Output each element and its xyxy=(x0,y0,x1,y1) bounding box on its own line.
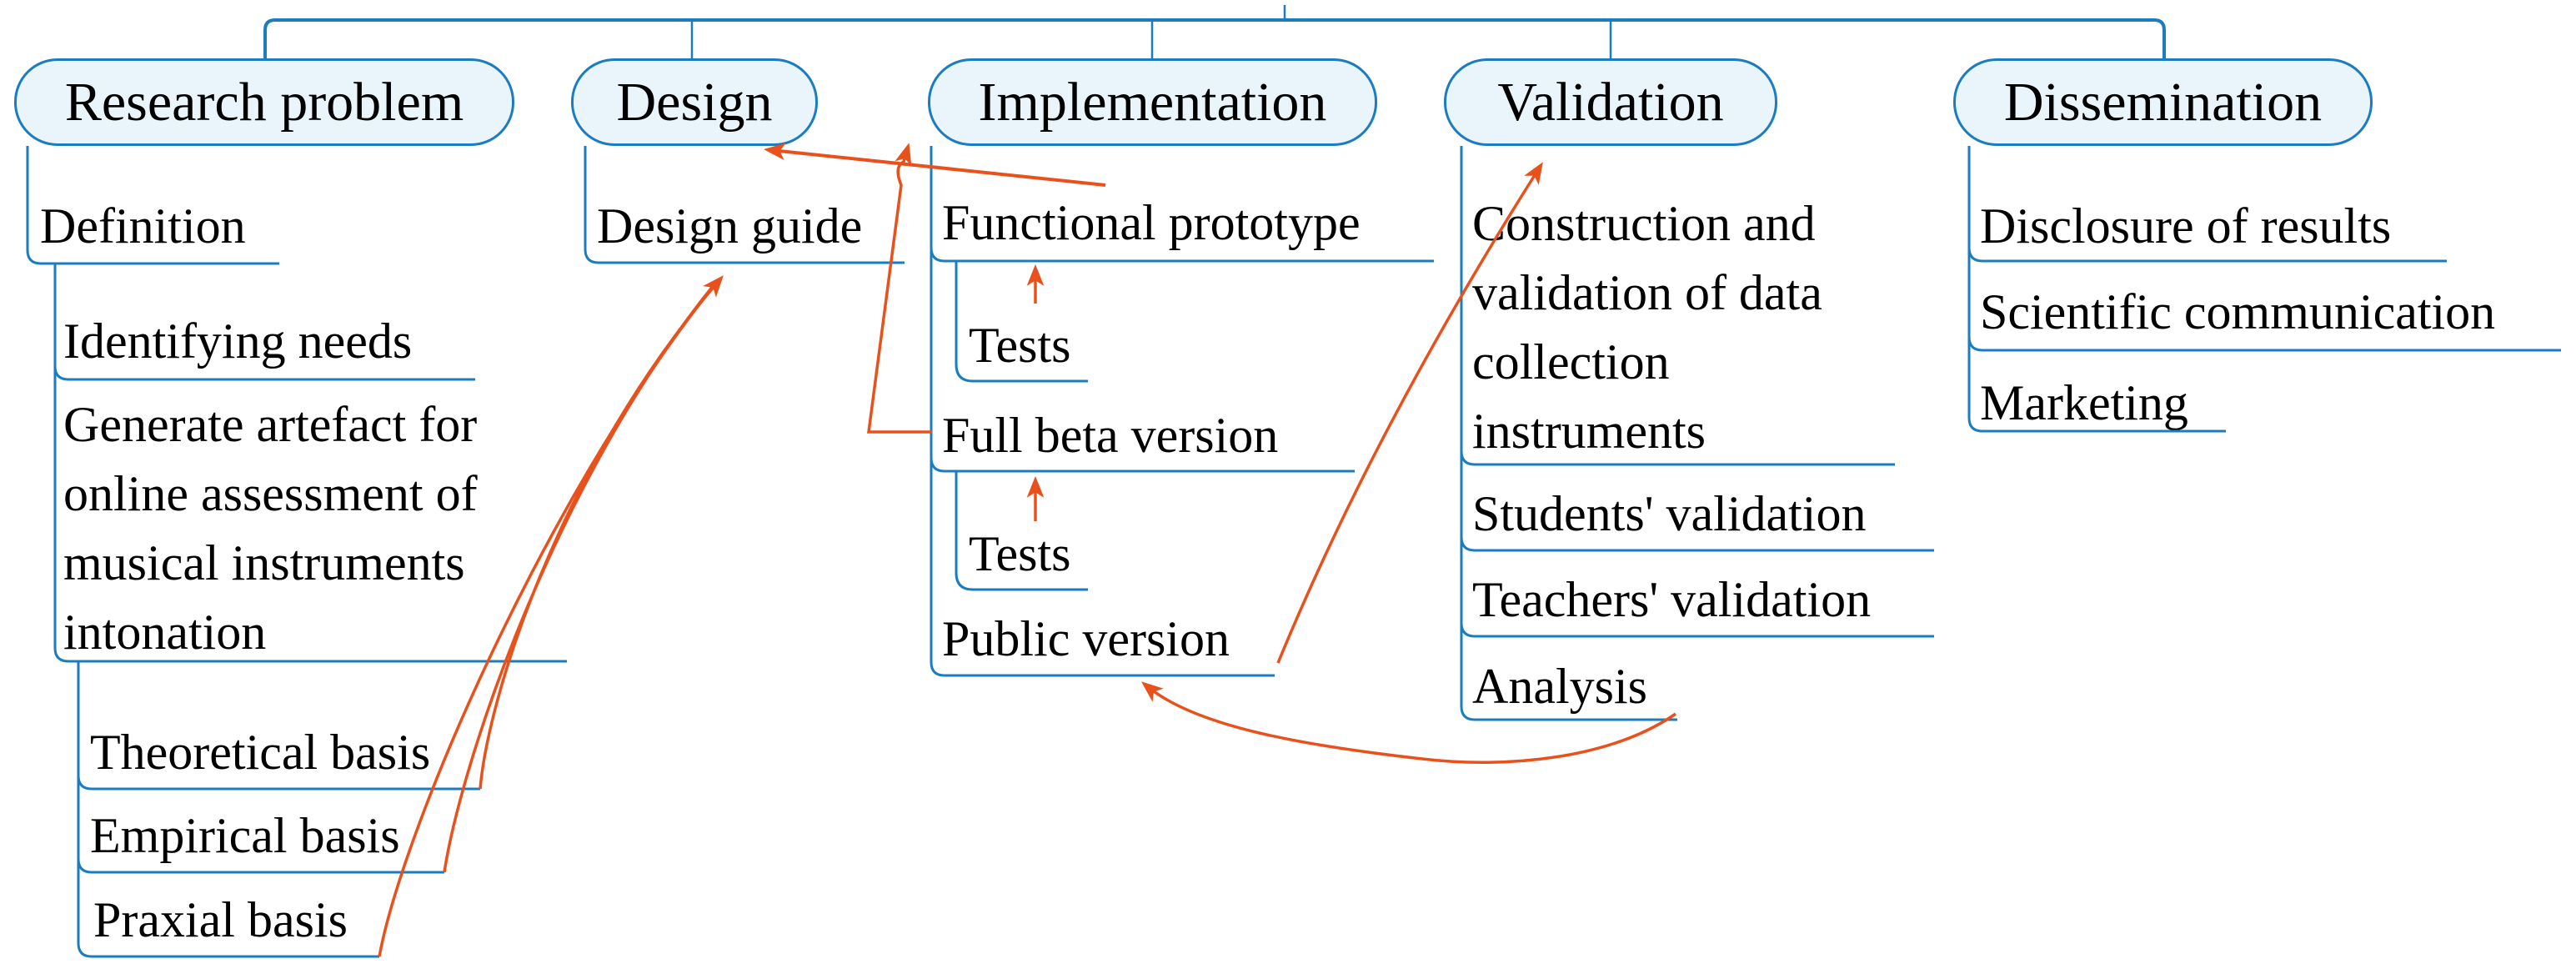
phase-box-research-problem: Research problem xyxy=(14,58,514,146)
node-praxial-basis: Praxial basis xyxy=(93,892,348,947)
arrow-empirical-basis-to-design-guide xyxy=(443,284,715,873)
node-teachers-validation: Teachers' validation xyxy=(1472,572,1872,627)
node-tests-2: Tests xyxy=(969,526,1071,581)
node-identifying-needs: Identifying needs xyxy=(63,314,413,369)
arrow-functional-prototype-to-design xyxy=(763,143,1106,187)
node-analysis: Analysis xyxy=(1472,659,1647,714)
node-marketing: Marketing xyxy=(1980,375,2188,430)
node-construction-line3: collection xyxy=(1472,334,1670,389)
node-definition: Definition xyxy=(40,198,246,254)
connector-top-frame xyxy=(263,18,2166,58)
node-generate-artefact-line4: intonation xyxy=(63,605,267,660)
node-scientific-communication: Scientific communication xyxy=(1980,284,2496,339)
node-construction-line4: instruments xyxy=(1472,404,1706,459)
node-functional-prototype: Functional prototype xyxy=(942,195,1361,250)
node-construction-validation: Construction and validation of data coll… xyxy=(1472,189,1822,466)
phase-box-validation: Validation xyxy=(1444,58,1777,146)
phase-box-dissemination: Dissemination xyxy=(1953,58,2373,146)
node-theoretical-basis: Theoretical basis xyxy=(90,725,431,780)
node-full-beta-version: Full beta version xyxy=(942,408,1279,463)
node-generate-artefact-line3: musical instruments xyxy=(63,535,465,590)
node-generate-artefact: Generate artefact for online assessment … xyxy=(63,390,478,667)
node-generate-artefact-line2: online assessment of xyxy=(63,466,478,521)
arrow-theoretical-basis-to-design-guide xyxy=(479,275,724,790)
node-public-version: Public version xyxy=(942,611,1230,666)
node-generate-artefact-line1: Generate artefact for xyxy=(63,397,478,452)
arrow-full-beta-to-implementation xyxy=(867,143,932,434)
node-disclosure-of-results: Disclosure of results xyxy=(1980,198,2392,254)
node-construction-line2: validation of data xyxy=(1472,265,1822,320)
node-construction-line1: Construction and xyxy=(1472,196,1816,251)
node-empirical-basis: Empirical basis xyxy=(90,808,400,863)
phase-box-implementation: Implementation xyxy=(928,58,1377,146)
node-students-validation: Students' validation xyxy=(1472,486,1867,541)
phase-box-design: Design xyxy=(571,58,818,146)
node-tests-1: Tests xyxy=(969,318,1071,373)
node-design-guide: Design guide xyxy=(597,198,863,254)
